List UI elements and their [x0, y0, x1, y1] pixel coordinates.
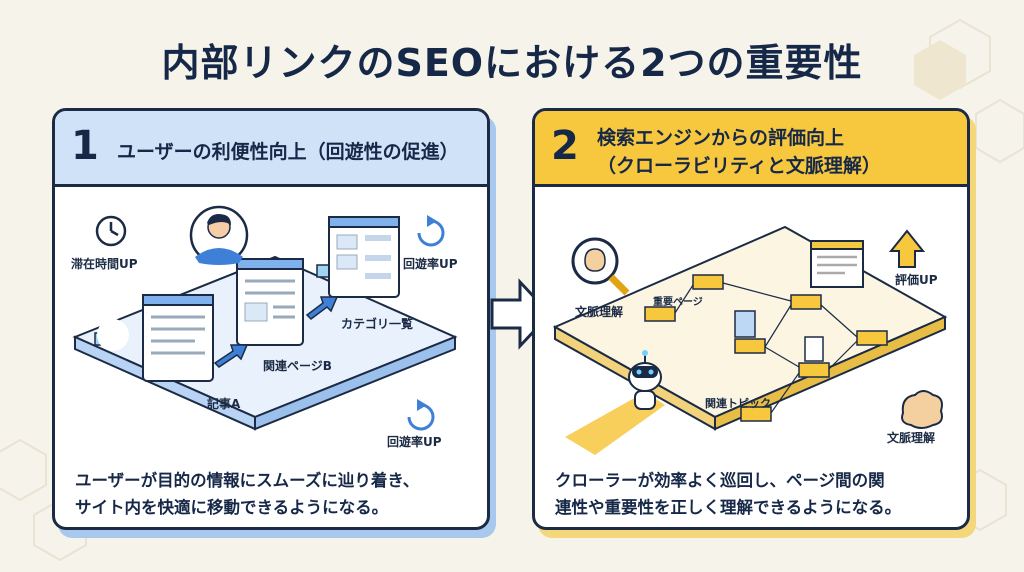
related-topic-label: 関連トピック	[705, 397, 771, 410]
page-node-boxes	[644, 274, 888, 422]
search-engine-header: 2 検索エンジンからの評価向上 （クローラビリティと文脈理解）	[535, 111, 967, 187]
search-engine-description: クローラーが効率よく巡回し、ページ間の関 連性や重要性を正しく理解できるようにな…	[555, 467, 955, 521]
circulation-label-top: 回遊率UP	[403, 257, 458, 271]
dwell-clock-icon	[95, 215, 127, 247]
article-a-page	[142, 294, 214, 382]
user-convenience-panel: 1 ユーザーの利便性向上（回遊性の促進）	[52, 108, 490, 530]
link-connectors	[674, 282, 858, 414]
panel-heading: 検索エンジンからの評価向上	[597, 127, 845, 149]
page-title: 内部リンクのSEOにおける2つの重要性	[161, 41, 863, 85]
article-a-label: 記事A	[207, 397, 241, 411]
refresh-icon	[407, 399, 435, 431]
context-label-top: 文脈理解	[575, 305, 624, 319]
user-convenience-header: 1 ユーザーの利便性向上（回遊性の促進）	[55, 111, 487, 187]
context-label-bottom: 文脈理解	[887, 431, 936, 445]
site-navigation-illustration	[72, 205, 458, 431]
category-list-label: カテゴリ一覧	[341, 317, 414, 331]
description-line-1: ユーザーが目的の情報にスムーズに辿り着き、	[75, 471, 420, 490]
important-page-document	[734, 310, 756, 338]
panel-heading: ユーザーの利便性向上（回遊性の促進）	[117, 141, 459, 163]
panel-subheading: （クローラビリティと文脈理解）	[597, 155, 881, 177]
description-line-2: サイト内を快適に移動できるようになる。	[75, 498, 389, 517]
user-convenience-description: ユーザーが目的の情報にスムーズに辿り着き、 サイト内を快適に移動できるようになる…	[75, 467, 475, 521]
crawler-illustration	[552, 225, 948, 455]
description-line-1: クローラーが効率よく巡回し、ページ間の関	[555, 471, 885, 490]
evaluation-up-label: 評価UP	[895, 273, 938, 287]
important-page-label: 重要ページ	[653, 297, 703, 308]
link-flow-arrows	[213, 296, 339, 368]
web-page-window	[810, 240, 864, 288]
brain-magnifier-icon	[571, 237, 630, 296]
description-line-2: 連性や重要性を正しく理解できるようになる。	[555, 498, 902, 517]
category-list-page	[328, 216, 400, 298]
related-page-b	[236, 258, 304, 346]
robot-crawler-icon	[628, 350, 662, 410]
panel-number: 1	[71, 123, 99, 169]
related-page-b-label: 関連ページB	[263, 359, 332, 373]
clock-graphic-icon	[97, 319, 129, 351]
search-engine-panel: 2 検索エンジンからの評価向上 （クローラビリティと文脈理解）	[532, 108, 970, 530]
related-document	[804, 336, 824, 362]
refresh-icon	[417, 215, 445, 247]
user-avatar-icon	[189, 205, 249, 265]
circulation-label-bottom: 回遊率UP	[387, 435, 442, 449]
up-arrow-icon	[888, 229, 926, 268]
panel-number: 2	[551, 123, 579, 169]
dwell-time-label: 滞在時間UP	[71, 257, 138, 271]
brain-icon	[901, 390, 943, 429]
